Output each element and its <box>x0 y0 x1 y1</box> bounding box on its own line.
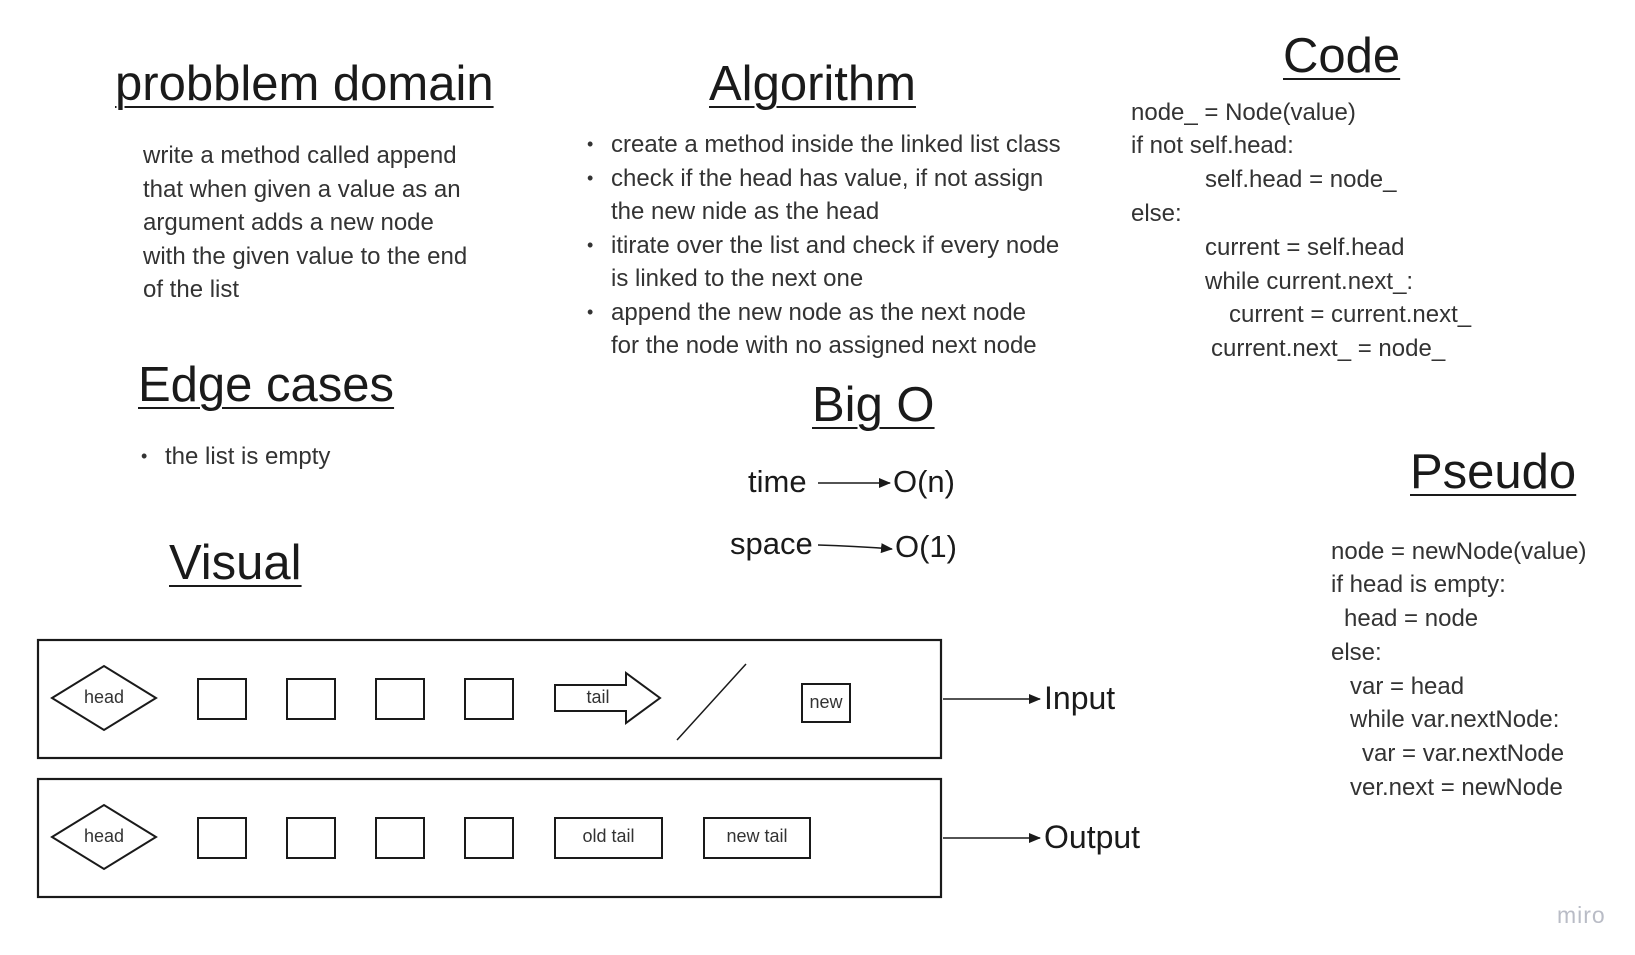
edge-case-item: the list is empty <box>139 440 330 474</box>
pseudo-line: else: <box>1331 639 1382 666</box>
code-line: self.head = node_ <box>1205 166 1397 193</box>
algorithm-item: check if the head has value, if not assi… <box>585 162 1061 229</box>
edge-cases-title: Edge cases <box>138 358 395 412</box>
problem-domain-line: with the given value to the end <box>143 242 468 270</box>
algorithm-item-line: is linked to the next one <box>611 265 864 292</box>
output-old-tail-label: old tail <box>582 826 635 846</box>
algorithm-item-line: append the new node as the next node <box>611 298 1027 326</box>
time-value: O(n) <box>893 464 955 499</box>
problem-domain-line: that when given a value as an <box>143 175 461 203</box>
input-slash <box>676 663 747 741</box>
output-node-box <box>464 817 514 859</box>
pseudo-line: ver.next = newNode <box>1350 774 1563 801</box>
algorithm-item: append the new node as the next node for… <box>585 296 1061 363</box>
algorithm-item: create a method inside the linked list c… <box>585 128 1061 162</box>
pseudo-line: node = newNode(value) <box>1331 538 1587 565</box>
input-new-label: new <box>809 692 843 712</box>
miro-watermark: miro <box>1557 902 1606 928</box>
output-node-box <box>286 817 336 859</box>
pseudo-title: Pseudo <box>1410 445 1577 499</box>
code-line: current.next_ = node_ <box>1211 335 1446 362</box>
input-tail-arrow <box>554 671 662 725</box>
output-new-tail-node <box>703 817 811 859</box>
input-node-box <box>464 678 514 720</box>
pseudo-line: head = node <box>1344 605 1479 632</box>
code-title: Code <box>1283 29 1401 83</box>
problem-domain-line: write a method called append <box>143 142 457 169</box>
algorithm-title: Algorithm <box>709 57 916 111</box>
output-node-box <box>375 817 425 859</box>
space-label: space <box>730 526 813 561</box>
input-head-node <box>50 664 158 732</box>
time-label: time <box>748 464 807 499</box>
code-line: else: <box>1131 200 1182 227</box>
code-line: if not self.head: <box>1131 132 1294 159</box>
algorithm-item-line: itirate over the list and check if every… <box>611 231 1060 259</box>
output-head-label: head <box>83 826 125 846</box>
input-tail-label: tail <box>586 687 610 707</box>
pseudo-line: var = var.nextNode <box>1362 740 1565 767</box>
code-line: current = self.head <box>1205 234 1405 261</box>
pseudo-line: while var.nextNode: <box>1350 706 1560 733</box>
algorithm-item-line: for the node with no assigned next node <box>611 332 1037 359</box>
input-new-node <box>801 683 851 723</box>
space-arrow <box>817 543 893 554</box>
input-node-box <box>197 678 247 720</box>
code-line: current = current.next_ <box>1229 301 1472 328</box>
algorithm-item-line: create a method inside the linked list c… <box>611 131 1061 158</box>
input-node-box <box>286 678 336 720</box>
space-value: O(1) <box>895 529 957 564</box>
output-old-tail-node <box>554 817 663 859</box>
problem-domain-line: of the list <box>143 276 240 303</box>
algorithm-item-line: check if the head has value, if not assi… <box>611 164 1044 192</box>
algorithm-item: itirate over the list and check if every… <box>585 229 1061 296</box>
pseudo-line: if head is empty: <box>1331 571 1506 598</box>
output-node-box <box>197 817 247 859</box>
problem-domain-title: probblem domain <box>115 57 494 111</box>
pseudo-line: var = head <box>1350 673 1465 700</box>
output-head-node <box>50 803 158 871</box>
output-new-tail-label: new tail <box>726 826 788 846</box>
input-container <box>36 638 943 760</box>
problem-domain-text: write a method called append that when g… <box>143 139 467 307</box>
input-node-box <box>375 678 425 720</box>
output-label: Output <box>1044 819 1141 855</box>
algorithm-list: create a method inside the linked list c… <box>585 128 1061 363</box>
code-line: while current.next_: <box>1205 268 1414 295</box>
visual-title: Visual <box>169 536 302 590</box>
input-head-label: head <box>83 687 125 707</box>
big-o-title: Big O <box>812 378 935 432</box>
input-label: Input <box>1044 680 1116 716</box>
output-container <box>36 777 943 899</box>
problem-domain-line: argument adds a new node <box>143 209 434 236</box>
edge-cases-list: the list is empty <box>139 440 330 474</box>
code-line: node_ = Node(value) <box>1131 99 1356 126</box>
algorithm-item-line: the new nide as the head <box>611 198 880 225</box>
